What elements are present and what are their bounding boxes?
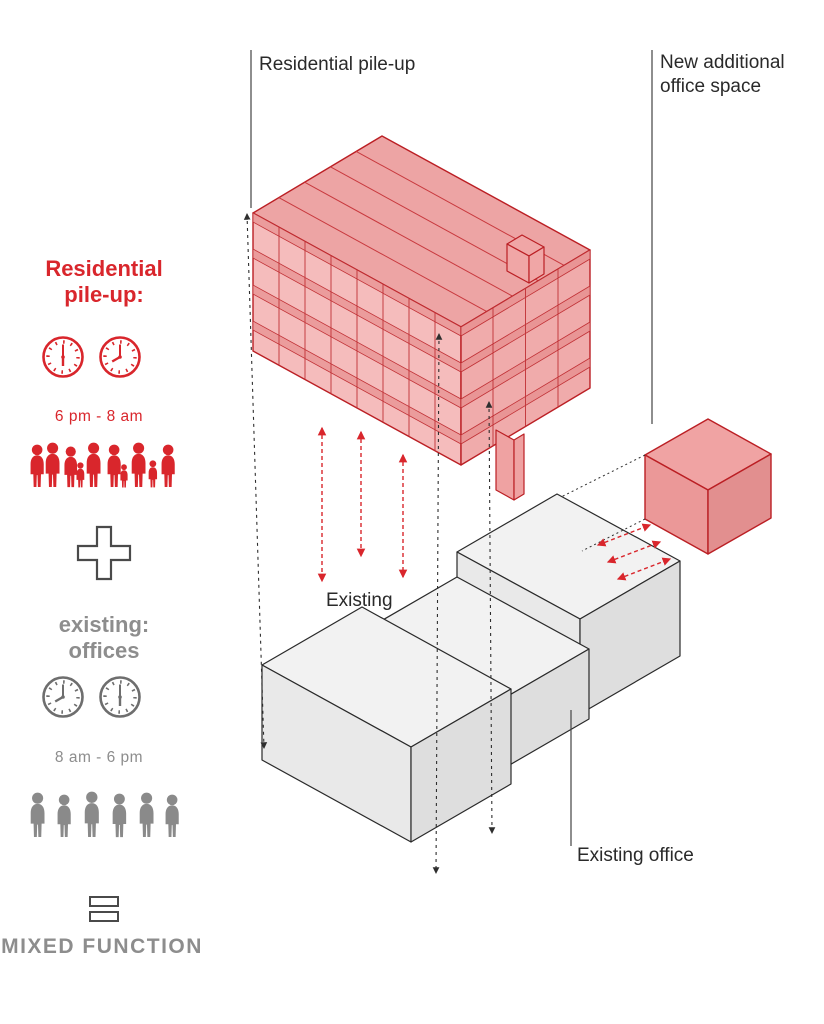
- legend-residential-hours: 6 pm - 8 am: [55, 408, 143, 425]
- legend-existing-title-line1: existing:: [59, 612, 149, 637]
- legend-residential-title-line2: pile-up:: [64, 282, 143, 307]
- equals-icon: [89, 896, 119, 922]
- office-connection-arrows: [596, 523, 672, 581]
- label-existing: Existing: [326, 590, 393, 611]
- legend-existing-hours: 8 am - 6 pm: [55, 749, 143, 766]
- clock-icon: [42, 676, 84, 718]
- clock-icon: [99, 676, 141, 718]
- pileup-drop-arrows: [243, 213, 496, 874]
- legend-result-label: MIXED FUNCTION: [1, 935, 203, 958]
- existing-building-blocks: [261, 493, 681, 843]
- label-new-office-line1: New additional: [660, 52, 785, 73]
- clock-icon: [99, 336, 141, 378]
- clock-icon: [42, 336, 84, 378]
- label-new-office-line2: office space: [660, 76, 761, 97]
- label-existing-office: Existing office: [577, 845, 694, 866]
- family-figures-icon: [30, 442, 175, 488]
- residential-building-3d: [252, 135, 591, 501]
- legend-residential-title-line1: Residential: [45, 256, 162, 281]
- building-pillar: [495, 429, 525, 501]
- plus-icon: [76, 525, 132, 581]
- label-residential-pileup: Residential pile-up: [259, 54, 415, 75]
- legend-existing-title-line2: offices: [69, 638, 140, 663]
- office-workers-icon: [30, 791, 179, 838]
- pileup-exchange-arrows: [317, 426, 408, 583]
- rooftop-box: [506, 234, 545, 284]
- new-office-cube: [644, 418, 772, 555]
